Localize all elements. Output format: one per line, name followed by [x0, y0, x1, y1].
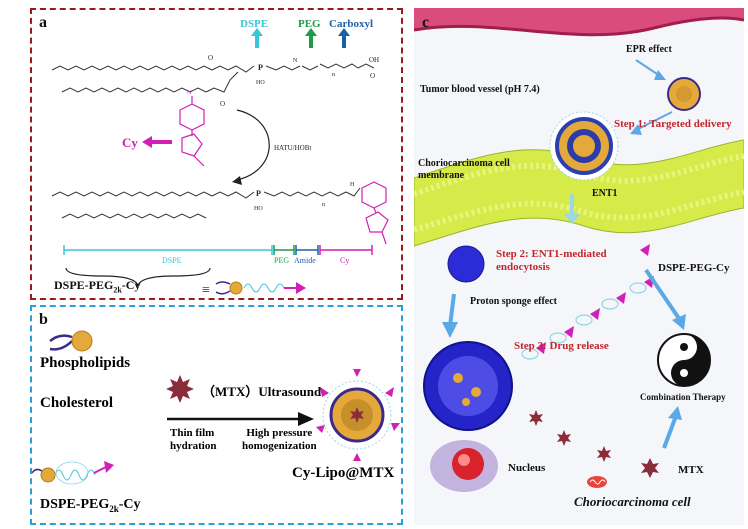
cy-molecule-top [179, 96, 205, 167]
dspe-peg-cy-label: DSPE-PEG-Cy [658, 262, 730, 274]
atom-o: O [208, 54, 213, 62]
epr-label: EPR effect [626, 44, 672, 55]
nucleus-label: Nucleus [508, 462, 546, 474]
ent1-label: ENT1 [592, 188, 618, 199]
phospholipid-icon [49, 330, 93, 352]
panel-b: b [30, 305, 403, 525]
equiv-sign: ≡ [202, 283, 210, 298]
lipid-chain-top-1 [51, 65, 213, 71]
atom-n: N [293, 58, 298, 64]
vessel-label: Tumor blood vessel (pH 7.4) [420, 84, 540, 95]
combination-label: Combination Therapy [640, 392, 726, 402]
underbrace [65, 267, 211, 287]
segment-peg: PEG [274, 256, 289, 265]
product-label: Cy-Lipo@MTX [292, 465, 395, 481]
atom-oh: OH [369, 56, 379, 64]
panel-a: a DSPE PEG Carboxyl O O P HO N n OH [30, 8, 403, 300]
lipid-chain-bottom-2 [61, 213, 207, 219]
mtx-ultrasound-label: （MTX）Ultrasound [202, 384, 322, 399]
formula-label-a: DSPE-PEG2k-Cy [54, 278, 141, 295]
mtx-star-icon [166, 375, 194, 403]
panel-a-label: a [39, 14, 47, 31]
segment-cy: Cy [340, 256, 349, 265]
cy-molecule-bottom [361, 181, 389, 245]
atom-h: H [350, 182, 355, 188]
mtx-star-icons [529, 410, 659, 478]
atom-o: O [220, 100, 225, 108]
segment-dspe: DSPE [162, 256, 182, 265]
dspe-peg-cy-cartoon-icon [215, 281, 306, 295]
atom-ho: HO [256, 80, 265, 86]
reagent-label: HATU/HOBt [274, 144, 311, 152]
atom-ho: HO [254, 206, 263, 212]
repeat-n: n [322, 202, 325, 208]
panel-c-graphics [414, 8, 744, 492]
mitochondrion-icon [587, 476, 607, 488]
cy-lipo-mtx-liposome-icon [316, 369, 400, 461]
legend-dspe: DSPE [240, 18, 269, 30]
dspe-peg-cy-icon [32, 461, 114, 485]
small-liposome-icon [667, 77, 701, 111]
panel-c: c EPR effect Tumor blood vessel (pH 7.4)… [414, 8, 744, 525]
repeat-n: n [332, 72, 335, 78]
cy-left-arrow-icon [142, 136, 172, 148]
cy-label: Cy [122, 135, 138, 150]
blood-vessel [414, 8, 744, 35]
atom-n: N [187, 90, 192, 96]
cholesterol-label: Cholesterol [40, 395, 114, 411]
lysosome-icon [423, 341, 513, 431]
panel-b-graphics [32, 330, 400, 485]
atom-o: O [370, 72, 375, 80]
segment-amide: Amide [294, 256, 316, 265]
panel-c-label: c [422, 14, 430, 31]
phospholipids-label: Phospholipids [40, 355, 131, 371]
dspe-arrow-icon [251, 28, 263, 48]
carboxyl-arrow-icon [338, 28, 350, 48]
lipid-chain-top-2 [61, 87, 207, 93]
endocytosis-vesicle-icon [447, 245, 485, 283]
formula-label-b: DSPE-PEG2k-Cy [40, 497, 141, 514]
lipid-chain-bottom-1 [51, 191, 213, 197]
legend-carboxyl: Carboxyl [329, 18, 373, 30]
proton-label: Proton sponge effect [470, 296, 558, 307]
legend-peg: PEG [298, 18, 321, 30]
nucleus-icon [430, 440, 498, 492]
segment-bar [63, 245, 373, 255]
atom-p: P [256, 189, 261, 198]
peg-arrow-icon [305, 28, 317, 48]
reaction-arrow [236, 109, 270, 181]
step3-label: Step 3: Drug release [514, 340, 609, 352]
panel-a-structures: O O P HO N n OH O N Cy HATU/HOBt [51, 28, 389, 298]
targeted-liposome-icon [549, 111, 619, 181]
yin-yang-icon [657, 333, 711, 387]
panel-b-label: b [39, 311, 48, 328]
atom-p: P [258, 63, 263, 72]
cell-label: Choriocarcinoma cell [574, 494, 691, 509]
step1-label: Step 1: Targeted delivery [614, 118, 732, 130]
mtx-label: MTX [678, 464, 704, 476]
